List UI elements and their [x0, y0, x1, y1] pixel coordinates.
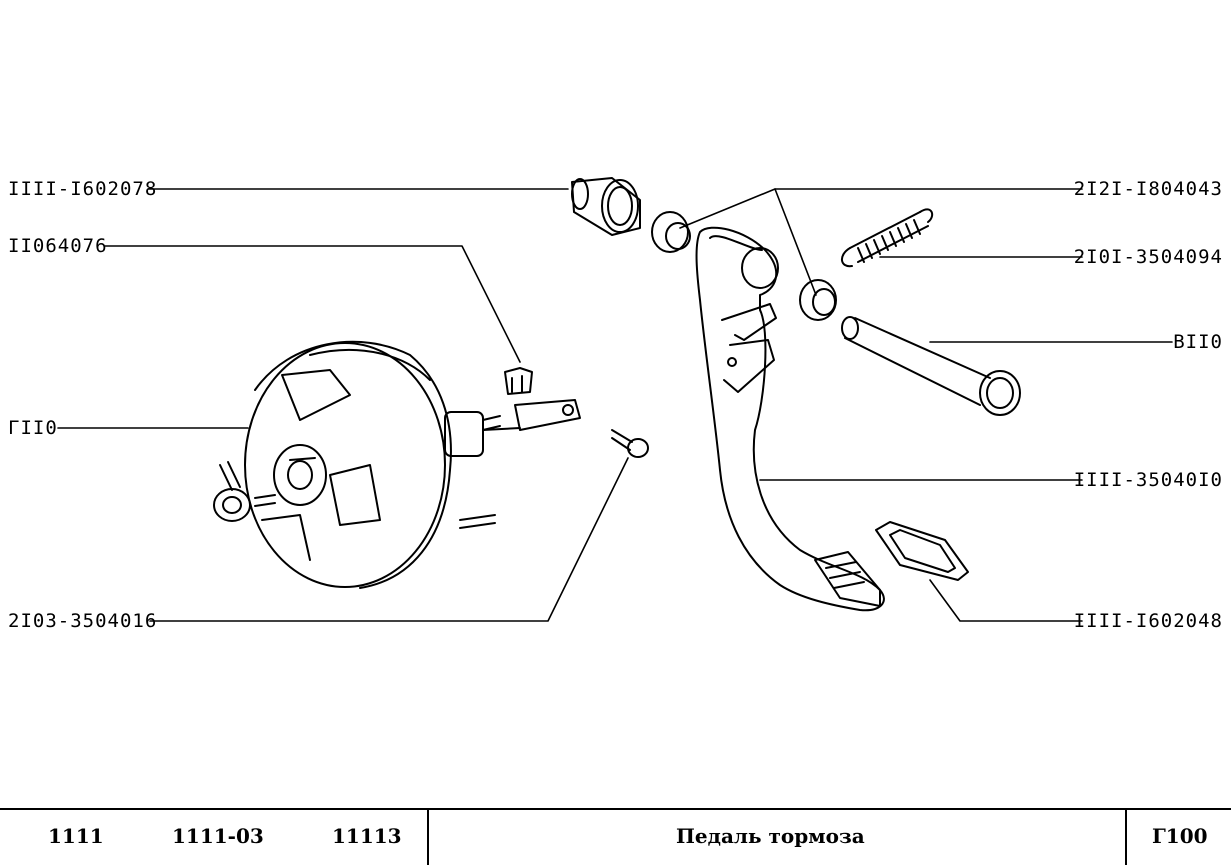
callout-c8: IIII-35040I0: [1073, 469, 1223, 491]
leader-c5b: [774, 188, 817, 296]
pin: [611, 429, 649, 458]
brake-booster: [213, 340, 581, 589]
leader-c5: [679, 188, 1083, 229]
callout-c1: IIII-I602078: [8, 178, 158, 200]
bushing-large: [571, 177, 641, 236]
callout-c7: BII0: [1173, 331, 1223, 353]
bushing-small: [651, 211, 837, 321]
brake-pedal: [695, 226, 885, 612]
title-block: 1111 1111-03 11113 Педаль тормоза Г100: [0, 808, 1231, 865]
callout-c5: 2I2I-I804043: [1073, 178, 1223, 200]
model-1111-03: 1111-03: [172, 824, 264, 848]
model-11113: 11113: [332, 824, 402, 848]
clip: [504, 367, 533, 395]
model-1111: 1111: [48, 824, 104, 848]
divider-right: [1125, 810, 1127, 865]
return-spring: [841, 208, 934, 268]
callout-c6: 2I0I-3504094: [1073, 246, 1223, 268]
callout-c2: II064076: [8, 235, 108, 257]
sheet-code: Г100: [1152, 824, 1208, 848]
leader-c4: [149, 457, 629, 622]
leader-c9: [929, 579, 1083, 622]
callout-c4: 2I03-3504016: [8, 610, 158, 632]
callout-c9: IIII-I602048: [1073, 610, 1223, 632]
callout-c3: ГII0: [8, 417, 58, 439]
divider-left: [427, 810, 429, 865]
pedal-axle: [841, 316, 1021, 416]
sheet-title: Педаль тормоза: [676, 824, 865, 848]
pedal-pad: [875, 521, 969, 581]
leader-lines: [57, 188, 1173, 622]
leader-c2: [104, 245, 521, 363]
